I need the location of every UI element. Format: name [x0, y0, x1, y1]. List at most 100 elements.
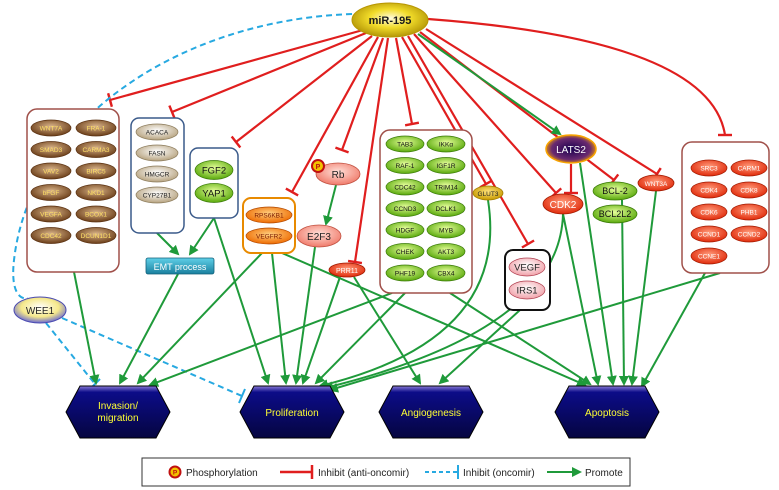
promote-edge-wnt3a-apoptosis	[628, 190, 657, 386]
promote-edge-e2f3-proliferation	[292, 246, 316, 385]
group5-label-cdc42: CDC42	[394, 184, 416, 191]
group6-node-vegf	[508, 257, 546, 277]
group8-label-ccnd1: CCND1	[698, 231, 721, 238]
promote-edge-rb-e2f3	[323, 184, 337, 226]
promote-edge-group3-proliferation	[213, 217, 271, 385]
group8-node-cdk6	[690, 203, 728, 221]
inhibit-edge-group1-bar	[106, 92, 114, 108]
promote-edge-group8-apoptosis	[641, 272, 706, 388]
group1-node-smad3	[30, 141, 72, 158]
promote-edge-cdk2-proliferation	[323, 213, 564, 391]
nodes-layer: miR-195 Rb P E2F3 PRR11 GLUT3 LATS2 CDK2…	[13, 2, 768, 439]
group1-label-nkd1: NKD1	[87, 190, 105, 197]
outcome-angiogenesis-label: Angiogenesis	[401, 408, 461, 419]
group5-label-tab3: TAB3	[397, 141, 413, 148]
group5-node-tab3	[385, 135, 425, 153]
group5-node-igf1r	[426, 157, 466, 174]
group5-label-ccnd3: CCND3	[394, 206, 417, 213]
group4-node-vegfr2	[245, 227, 293, 245]
group8-node-phb1	[730, 203, 768, 221]
promote-edge-group4-invasion	[136, 252, 263, 385]
group5-node-hdgf	[385, 221, 425, 239]
group1-node-bfgf	[30, 184, 72, 201]
promote-edge-group4-apoptosis	[281, 252, 587, 387]
wnt3a-label: WNT3A	[645, 181, 668, 188]
inhibit-edge-rb	[340, 37, 385, 151]
group5-node-cdc42	[385, 178, 425, 196]
group1-label-bcox1: BCOX1	[85, 211, 107, 218]
oncomir-edge-wee1	[12, 13, 353, 300]
group3-label-yap1: YAP1	[202, 188, 226, 199]
legend-promote: Promote	[585, 468, 623, 479]
group1-label-wnt7a: WNT7A	[40, 125, 63, 132]
legend: P Phosphorylation Inhibit (anti-oncomir)…	[141, 457, 631, 487]
group5-node-raf-1	[385, 157, 425, 174]
oncomir-edge-wee1-proliferation	[61, 317, 243, 397]
phospho-icon-letter: P	[316, 164, 321, 171]
glut3-node	[472, 185, 504, 201]
group2-label-cyp27b1: CYP27B1	[143, 192, 172, 199]
group2-node-hmgcr	[135, 165, 179, 183]
group8-node-cdk8	[730, 181, 768, 199]
promote-edge-group8-proliferation	[328, 272, 721, 393]
inhibit-edge-cdk2	[413, 33, 557, 194]
group1-node-bcox1	[75, 205, 117, 223]
cdk2-label: CDK2	[550, 200, 577, 211]
group1-node-vav2	[30, 162, 72, 180]
group5-node-phf19	[385, 264, 425, 282]
group1-label-birc5: BIRC5	[86, 168, 106, 175]
promote-edge-glut3-proliferation	[318, 199, 492, 389]
group5-label-cbx4: CBX4	[438, 270, 455, 277]
group8-node-ccnd2	[730, 225, 768, 243]
group1-label-bfgf: bFGF	[43, 190, 60, 197]
group1-label-vav2: VAV2	[43, 168, 59, 175]
group8-node-cdk4	[690, 181, 728, 199]
outcome-invasion-label-2: migration	[97, 413, 138, 424]
cdk2-node	[542, 193, 584, 215]
group3-node-yap1	[194, 183, 234, 203]
group4-label-vegfr2: VEGFR2	[256, 233, 282, 240]
legend-inhibit-onco: Inhibit (oncomir)	[463, 468, 535, 479]
group1-label-smad3: SMAD3	[40, 147, 63, 154]
group1-node-nkd1	[75, 184, 117, 201]
group2-node-cyp27b1	[135, 186, 179, 204]
group5-node-myb	[426, 221, 466, 239]
group5-node-ccnd3	[385, 200, 425, 217]
group1-node-carma3	[75, 141, 117, 158]
promote-edge-group3-emt	[188, 217, 215, 256]
group5-node-chek	[385, 243, 425, 260]
group1-node-dcun1d1	[75, 227, 117, 244]
group8-label-phb1: PHB1	[741, 209, 758, 216]
promote-edge-prr11-proliferation	[300, 276, 341, 385]
outcome-invasion	[65, 385, 171, 439]
group7-node-bcl2l2	[592, 204, 638, 224]
group5-label-ikk: IKKα	[439, 141, 453, 148]
group8-node-ccnd1	[690, 225, 728, 243]
inhibit-edge-group5-bar	[404, 121, 420, 127]
group5-label-phf19: PHF19	[395, 270, 416, 277]
group7-label-bcl-2: BCL-2	[602, 186, 628, 196]
group6-label-irs1: IRS1	[516, 285, 537, 296]
glut3-label: GLUT3	[478, 191, 499, 198]
group3-box	[189, 147, 239, 219]
inhibit-edge-group2-bar	[168, 105, 176, 119]
prr11-label: PRR11	[336, 268, 358, 275]
group6-node-irs1	[508, 280, 546, 300]
group3-label-fgf2: FGF2	[202, 165, 226, 176]
inhibit-edge-group8	[427, 17, 727, 136]
inhibit-edge-prr11-bar	[347, 259, 363, 265]
e2f3-label: E2F3	[307, 232, 331, 243]
group8-label-ccne1: CCNE1	[698, 253, 720, 260]
group5-label-raf-1: RAF-1	[396, 163, 415, 170]
emt-label: EMT process	[154, 262, 207, 272]
group1-node-vegfa	[30, 205, 72, 223]
group1-label-cdc42: CDC42	[40, 233, 62, 240]
wee1-node	[13, 296, 67, 324]
group1-label-dcun1d1: DCUN1D1	[81, 233, 112, 240]
group1-label-vegfa: VEGFA	[40, 211, 62, 218]
legend-phospho-icon	[168, 465, 182, 479]
legend-inhibit-anti: Inhibit (anti-oncomir)	[318, 468, 409, 479]
inhibit-edge-group1	[109, 28, 364, 102]
